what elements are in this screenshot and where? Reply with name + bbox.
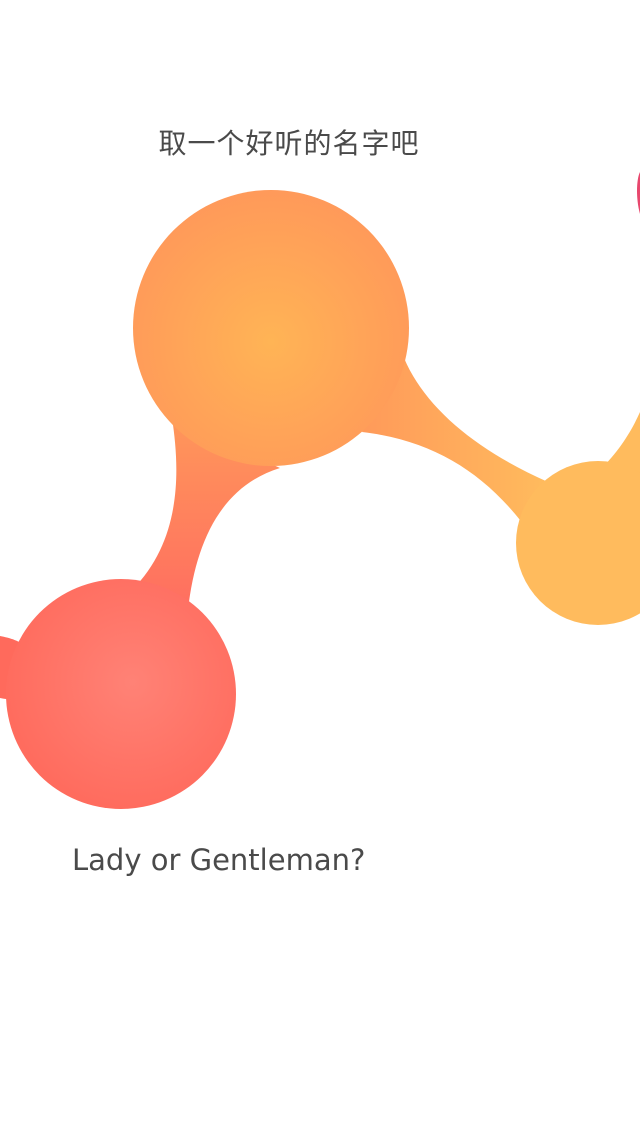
yellow-blob	[516, 461, 640, 625]
gender-question-text: Lady or Gentleman?	[72, 843, 366, 877]
magenta-accent	[637, 172, 640, 214]
orange-blob	[133, 190, 409, 466]
neck-orange-to-coral	[132, 418, 280, 610]
name-question-text: 取一个好听的名字吧	[158, 127, 420, 160]
bridge-orange-to-yellow	[362, 358, 548, 520]
coral-blob	[6, 579, 236, 809]
